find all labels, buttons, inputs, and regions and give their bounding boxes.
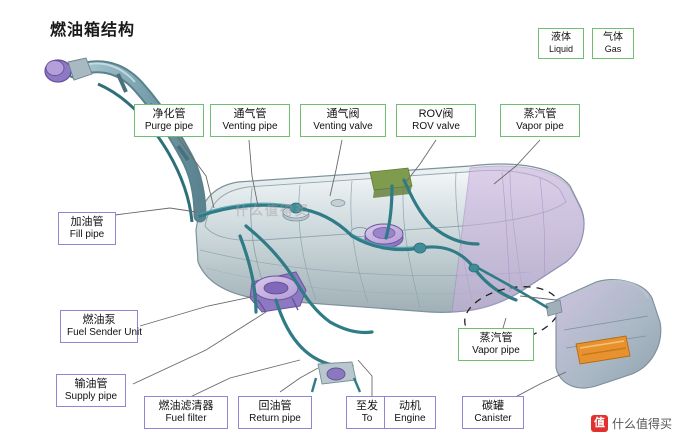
callout-purge-pipe-en: Purge pipe <box>144 120 194 132</box>
callout-engine-en: Engine <box>394 412 426 424</box>
callout-fuel-sender-unit: 燃油泵 Fuel Sender Unit <box>60 310 143 344</box>
callout-canister: 碳罐 Canister <box>462 396 524 430</box>
callout-supply-pipe: 输油管 Supply pipe <box>56 374 126 408</box>
callout-to-engine-prefix-en: To <box>361 412 373 424</box>
callout-venting-pipe-en: Venting pipe <box>222 120 278 132</box>
callout-vapor-pipe-top-en: Vapor pipe <box>516 120 564 132</box>
callout-engine-cn: 动机 <box>399 400 421 412</box>
callout-vapor-pipe-top-cn: 蒸汽管 <box>523 108 557 120</box>
callout-fuel-sender-unit-cn: 燃油泵 <box>82 314 116 326</box>
callout-fuel-filter-cn: 燃油滤清器 <box>158 400 214 412</box>
watermark-center: 什么值得买 <box>235 203 311 218</box>
callout-venting-valve-en: Venting valve <box>313 120 373 132</box>
brand-mark-icon: 值 <box>590 415 608 432</box>
legend-gas: 气体 Gas <box>592 28 634 59</box>
callout-return-pipe-en: Return pipe <box>249 412 301 424</box>
callout-canister-cn: 碳罐 <box>482 400 504 412</box>
callout-vapor-pipe-bottom-en: Vapor pipe <box>472 344 520 356</box>
callout-fill-pipe: 加油管 Fill pipe <box>58 212 116 246</box>
callout-purge-pipe: 净化管 Purge pipe <box>134 104 204 138</box>
callout-canister-en: Canister <box>474 412 512 424</box>
legend-liquid: 液体 Liquid <box>538 28 584 59</box>
callout-to-engine-prefix: 至发 To <box>346 396 388 430</box>
callout-fill-pipe-en: Fill pipe <box>69 228 105 240</box>
callout-vapor-pipe-bottom-cn: 蒸汽管 <box>479 332 513 344</box>
callout-fill-pipe-cn: 加油管 <box>70 216 104 228</box>
brand-name: 什么值得买 <box>611 417 672 431</box>
callout-rov-valve-en: ROV valve <box>412 120 460 132</box>
brand-badge: 值 什么值得买 <box>590 415 672 432</box>
legend-gas-en: Gas <box>604 43 622 54</box>
callout-fuel-sender-unit-en: Fuel Sender Unit <box>67 326 143 338</box>
callout-supply-pipe-en: Supply pipe <box>64 390 118 402</box>
callout-rov-valve: ROV阀 ROV valve <box>396 104 476 138</box>
callout-venting-pipe-cn: 通气管 <box>233 108 267 120</box>
callout-fuel-filter: 燃油滤清器 Fuel filter <box>144 396 228 430</box>
callout-purge-pipe-cn: 净化管 <box>152 108 186 120</box>
legend-liquid-cn: 液体 <box>551 32 571 43</box>
page-title: 燃油箱结构 <box>50 22 136 39</box>
callout-venting-pipe: 通气管 Venting pipe <box>210 104 290 138</box>
legend-gas-cn: 气体 <box>603 32 623 43</box>
callout-fuel-filter-en: Fuel filter <box>165 412 207 424</box>
callout-supply-pipe-cn: 输油管 <box>74 378 108 390</box>
callout-to-engine-prefix-cn: 至发 <box>356 400 378 412</box>
callout-return-pipe-cn: 回油管 <box>258 400 292 412</box>
callout-engine: 动机 Engine <box>384 396 436 430</box>
legend-liquid-en: Liquid <box>548 43 574 54</box>
callout-return-pipe: 回油管 Return pipe <box>238 396 312 430</box>
callout-vapor-pipe-bottom: 蒸汽管 Vapor pipe <box>458 328 534 362</box>
callout-venting-valve-cn: 通气阀 <box>326 108 360 120</box>
callout-venting-valve: 通气阀 Venting valve <box>300 104 386 138</box>
callout-vapor-pipe-top: 蒸汽管 Vapor pipe <box>500 104 580 138</box>
callout-rov-valve-cn: ROV阀 <box>418 108 454 120</box>
